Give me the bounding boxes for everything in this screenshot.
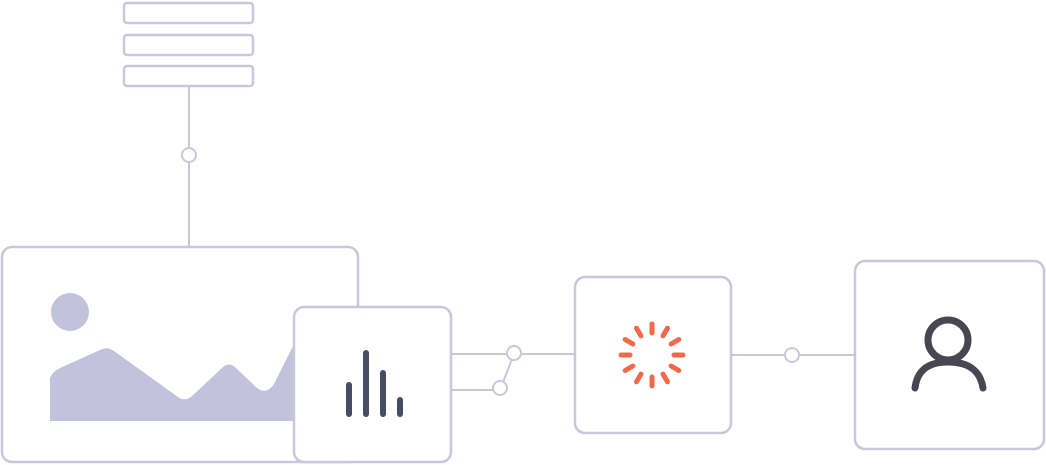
connector-node-database <box>181 147 197 163</box>
database-row-1 <box>122 1 255 25</box>
image-icon <box>50 293 296 421</box>
spinner-spoke-3 <box>660 371 670 385</box>
spinner-spoke-9 <box>634 325 644 339</box>
spinner-spoke-8 <box>622 337 636 347</box>
loading-spinner-icon <box>618 321 686 389</box>
connector-node-chart-bottom <box>492 380 508 396</box>
spinner-spoke-2 <box>668 363 682 373</box>
spinner-spoke-12 <box>668 337 682 347</box>
connector-node-user <box>784 347 800 363</box>
image-sun-shape <box>51 293 89 331</box>
user-body-shape <box>911 358 987 392</box>
spinner-spoke-5 <box>634 371 644 385</box>
database-icon <box>122 1 255 88</box>
spinner-spoke-6 <box>622 363 636 373</box>
image-mountains-shape <box>50 340 296 421</box>
user-card-frame <box>853 259 1046 451</box>
connector-node-chart-top <box>506 345 522 361</box>
processor-card-frame <box>573 275 733 435</box>
user-card <box>853 259 1046 451</box>
connector-nodes <box>181 147 800 396</box>
chart-card <box>292 305 453 464</box>
bar-chart-icon <box>346 350 403 417</box>
processor-card <box>573 275 733 435</box>
user-icon <box>911 316 987 392</box>
database-row-3 <box>122 64 255 88</box>
spinner-spoke-11 <box>660 325 670 339</box>
database-row-2 <box>122 33 255 57</box>
chart-card-frame <box>292 305 453 464</box>
